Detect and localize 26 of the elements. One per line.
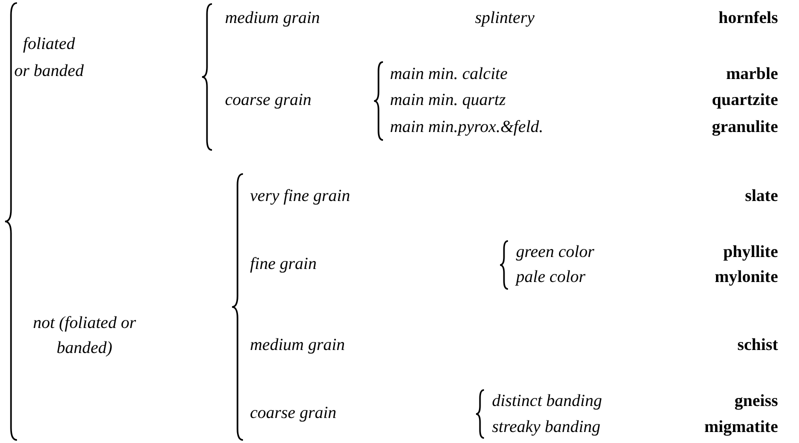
category-label: main min.pyrox.&feld. [390,116,544,138]
category-label: medium grain [250,334,345,356]
rock-name-label: quartzite [712,89,778,111]
category-label: medium grain [225,7,320,29]
rock-name-label: mylonite [714,266,778,288]
rock-name-label: marble [726,63,778,85]
category-label: pale color [516,266,586,288]
category-label: coarse grain [250,402,336,424]
category-label: fine grain [250,253,317,275]
category-label: green color [516,241,594,263]
category-label: very fine grain [250,185,350,207]
category-label: streaky banding [492,416,600,438]
rock-name-label: gneiss [734,390,778,412]
category-label: foliated or banded [14,33,84,82]
rock-name-label: granulite [712,116,778,138]
rock-name-label: phyllite [723,241,778,263]
category-label: coarse grain [225,89,312,111]
rock-name-label: schist [737,334,778,356]
category-label: not (foliated or banded) [32,312,137,359]
category-label: distinct banding [492,390,602,412]
category-label: main min. quartz [390,89,506,111]
rock-name-label: hornfels [718,7,778,29]
rock-name-label: migmatite [704,416,778,438]
category-label: main min. calcite [390,63,508,85]
category-label: splintery [475,7,534,29]
rock-name-label: slate [744,185,778,207]
